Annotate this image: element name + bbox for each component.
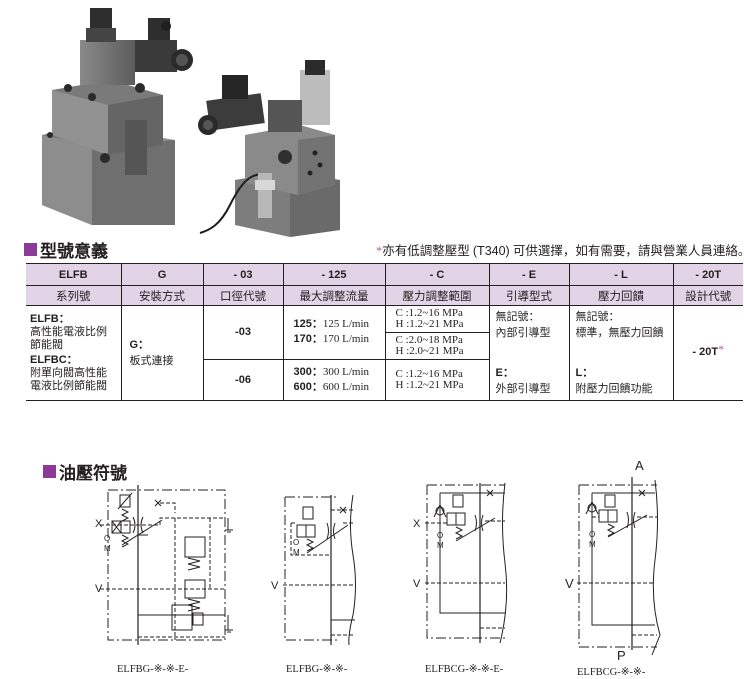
model-code-table: ELFB G - 03 - 125 - C - E - L - 20T 系列號 … [26,263,743,402]
diagram-caption-1: ELFBG-※-※-E- [117,664,189,675]
product-photo-elfbg [30,0,230,230]
svg-text:M: M [437,541,444,550]
port-a-label: A [635,458,644,473]
svg-text:O: O [293,538,299,547]
svg-text:M: M [293,548,300,557]
svg-text:O: O [437,531,443,540]
design-cell: - 20T* [672,305,743,401]
code-series: ELFB [26,263,122,286]
code-feedback: - L [568,263,674,286]
label-series: 系列號 [26,285,122,306]
pressure-cell-170: C :2.0~18 MPa H :2.0~21 MPa [385,331,489,360]
feedback-cell: 無記號： 標準，無壓力回饋 L： 附壓力回饋功能 [568,305,674,401]
svg-text:O: O [104,534,110,543]
svg-text:M: M [589,540,596,549]
port-v-label: V [95,583,103,595]
diagram-caption-2: ELFBG-※-※- [286,664,348,675]
pressure-cell-06: C :1.2~16 MPa H :1.2~21 MPa [384,358,489,402]
size-03: -03 [202,305,284,360]
label-flow: 最大調整流量 [282,285,386,306]
hydraulic-symbol-title: 油壓符號 [59,464,127,484]
label-row: 系列號 安裝方式 口徑代號 最大調整流量 壓力調整範圍 引導型式 壓力回饋 設計… [26,285,743,306]
label-size: 口徑代號 [202,285,284,306]
diagram-caption-4: ELFBCG-※-※- [577,667,646,678]
product-photo-elfbcg [190,55,370,240]
label-feedback: 壓力回饋 [568,285,674,306]
table-row: ELFB： 高性能電液比例 節能閥 ELFBC： 附單向閥高性能 電液比例節能閥… [26,305,743,401]
port-x-label: X [413,518,421,530]
code-mounting: G [120,263,204,286]
port-p-label: P [617,648,626,663]
svg-text:M: M [104,544,111,553]
series-cell: ELFB： 高性能電液比例 節能閥 ELFBC： 附單向閥高性能 電液比例節能閥 [26,305,122,401]
asterisk-icon: * [718,341,725,356]
port-v-label: V [413,578,421,590]
flow-cell-03: 125：125 L/min 170：170 L/min [282,305,386,360]
asterisk-icon: * [376,244,383,258]
model-code-title: 型號意義 [40,242,108,262]
pilot-cell: 無記號： 內部引導型 E： 外部引導型 [488,305,570,401]
mounting-cell: G： 板式連接 [120,305,204,401]
label-pressure: 壓力調整範圍 [384,285,490,306]
port-x-label: X [95,518,103,530]
pressure-cell-125: C :1.2~16 MPa H :1.2~21 MPa [384,305,490,333]
code-flow: - 125 [282,263,386,286]
hydraulic-symbol-heading: 油壓符號 [43,459,127,484]
purple-square-icon [24,243,37,256]
label-mounting: 安裝方式 [120,285,204,306]
model-code-heading: 型號意義 [24,237,108,262]
label-pilot: 引導型式 [488,285,570,306]
code-pilot: - E [488,263,570,286]
code-row: ELFB G - 03 - 125 - C - E - L - 20T [26,263,743,286]
svg-text:O: O [589,530,595,539]
port-v-label: V [565,576,574,591]
code-size: - 03 [202,263,284,286]
code-design: - 20T [672,263,743,286]
table-row: C :2.0~18 MPa H :2.0~21 MPa [26,331,743,360]
flow-cell-06: 300：300 L/min 600：600 L/min [282,358,386,402]
size-06: -06 [203,358,284,402]
purple-square-icon [43,465,56,478]
label-design: 設計代號 [672,285,743,306]
table-row: -06 300：300 L/min 600：600 L/min C :1.2~1… [26,358,743,402]
diagram-caption-3: ELFBCG-※-※-E- [425,664,504,675]
code-pressure: - C [384,263,490,286]
port-v-label: V [271,580,279,592]
low-pressure-note: *亦有低調整壓型 (T340) 可供選擇，如有需要，請與營業人員連絡。 [376,244,744,258]
